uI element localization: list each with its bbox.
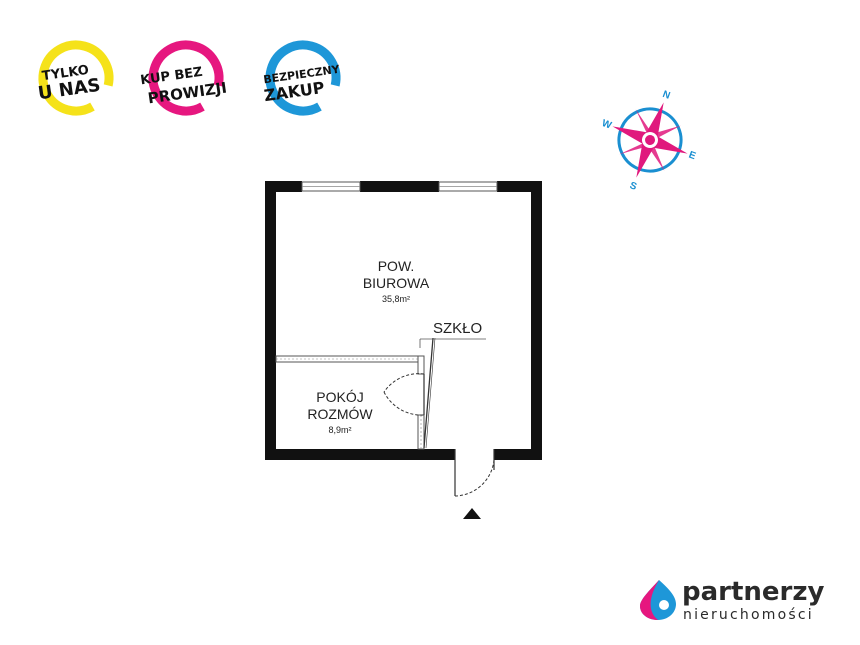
office-area: 35,8m² xyxy=(382,294,410,304)
compass-s-label: S xyxy=(628,180,638,193)
meeting-area: 8,9m² xyxy=(328,425,351,435)
compass-rose-icon: N E S W xyxy=(600,89,697,193)
entrance-arrow-icon xyxy=(463,508,481,519)
badge-tylko-u-nas[interactable]: TYLKO U NAS xyxy=(31,33,121,123)
office-name-line2: BIUROWA xyxy=(363,275,430,291)
badge-1-line1: TYLKO xyxy=(41,63,90,84)
office-name-line1: POW. xyxy=(378,258,415,274)
badge-bezpieczny-zakup[interactable]: BEZPIECZNY ZAKUP xyxy=(258,33,348,123)
entrance-door[interactable] xyxy=(454,449,495,497)
partnerzy-logo[interactable]: partnerzy nieruchomości xyxy=(640,577,825,623)
brand-name: partnerzy xyxy=(682,577,825,607)
windows xyxy=(301,181,498,192)
drop-logo-icon xyxy=(640,580,676,620)
room-meeting: POKÓJ ROZMÓW 8,9m² xyxy=(307,389,373,435)
meeting-name-line1: POKÓJ xyxy=(316,389,363,405)
walls xyxy=(265,181,542,460)
glass-label-text: SZKŁO xyxy=(433,320,482,337)
meeting-room-door[interactable] xyxy=(383,373,425,416)
compass-e-label: E xyxy=(687,150,697,163)
glass-label: SZKŁO xyxy=(419,320,486,348)
compass-n-label: N xyxy=(661,89,672,102)
badge-kup-bez-prowizji[interactable]: KUP BEZ PROWIZJI xyxy=(139,33,231,123)
compass-w-label: W xyxy=(600,118,613,132)
room-office: POW. BIUROWA 35,8m² xyxy=(363,258,430,304)
brand-tagline: nieruchomości xyxy=(683,607,814,623)
interior-partition xyxy=(275,337,436,450)
meeting-name-line2: ROZMÓW xyxy=(307,406,373,422)
